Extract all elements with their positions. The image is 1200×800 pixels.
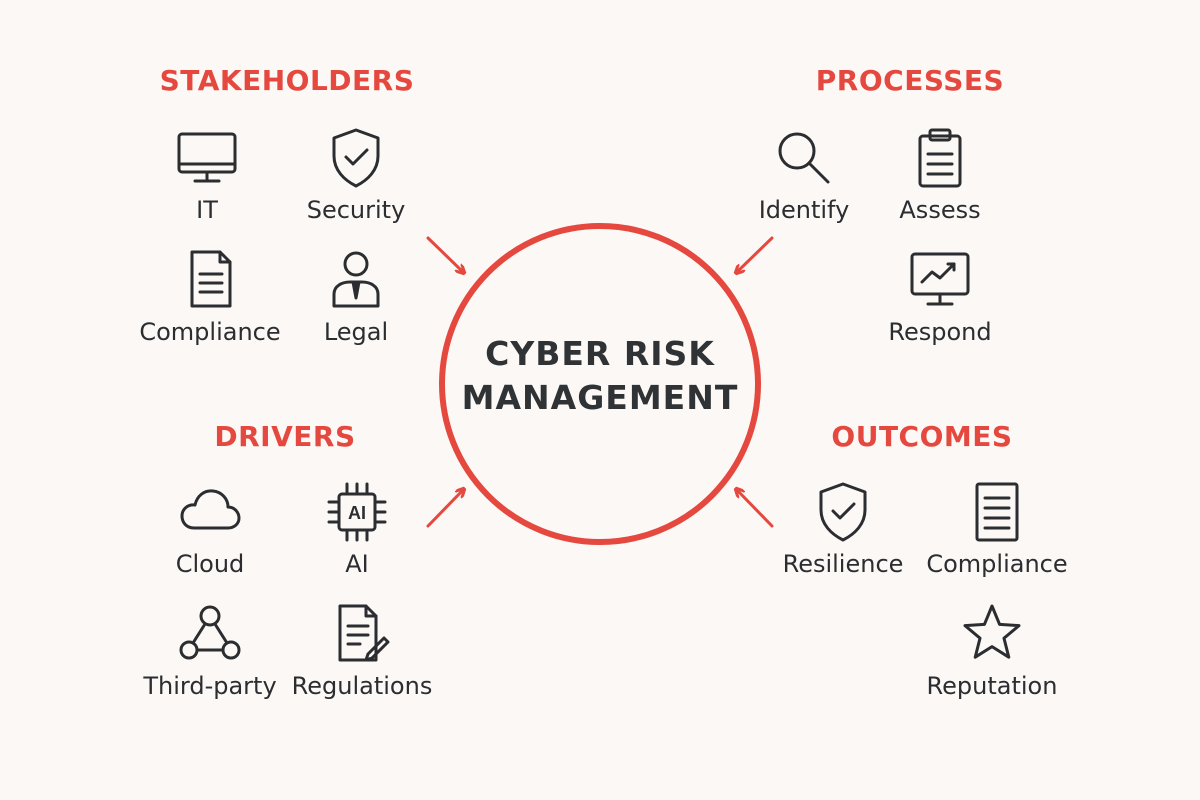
ai-chip-icon-text: AI [348,503,366,523]
processes-heading: PROCESSES [815,64,1005,97]
center-circle [439,223,761,545]
driver-regulations: Regulations [277,602,447,700]
outcome-reputation: Reputation [907,602,1077,700]
clipboard-icon [918,128,962,188]
stakeholder-compliance-label: Compliance [139,318,281,346]
stakeholder-legal: Legal [271,248,441,346]
process-assess-label: Assess [899,196,981,224]
shield-check-icon [332,128,380,188]
shield-check-icon [819,482,867,542]
driver-regulations-label: Regulations [291,672,433,700]
person-icon [332,251,380,308]
stakeholders-heading: STAKEHOLDERS [159,64,415,97]
driver-cloud-label: Cloud [175,550,245,578]
process-identify: Identify [719,126,889,224]
document-lines-icon [975,482,1019,542]
driver-ai-label: AI [345,550,369,578]
driver-cloud: Cloud [125,480,295,578]
process-assess: Assess [855,126,1025,224]
monitor-chart-icon [910,252,970,306]
arrow-outcomes [737,490,774,528]
outcomes-heading: OUTCOMES [831,420,1013,453]
network-icon [179,605,241,660]
driver-third-party-label: Third-party [143,672,277,700]
process-identify-label: Identify [758,196,850,224]
center-title-line2: MANAGEMENT [461,378,739,417]
stakeholder-security: Security [271,126,441,224]
drivers-heading: DRIVERS [214,420,356,453]
stakeholder-compliance: Compliance [125,248,295,346]
driver-third-party: Third-party [125,602,295,700]
stakeholder-security-label: Security [306,196,406,224]
outcome-compliance: Compliance [912,480,1082,578]
ai-chip-icon: AI [327,482,387,542]
outcome-resilience: Resilience [758,480,928,578]
magnifier-icon [778,132,830,184]
document-pen-icon [338,604,390,662]
driver-ai: AI AI [272,480,442,578]
arrow-stakeholders [426,236,463,272]
star-icon [963,604,1021,659]
cloud-icon [180,489,241,530]
center-title-line1: CYBER RISK [485,334,715,373]
monitor-icon [177,132,237,183]
stakeholder-legal-label: Legal [323,318,389,346]
arrow-processes [737,236,774,272]
stakeholder-it: IT [122,126,292,224]
stakeholder-it-label: IT [196,196,218,224]
process-respond: Respond [855,248,1025,346]
outcome-compliance-label: Compliance [926,550,1068,578]
document-icon [190,250,232,308]
arrow-drivers [426,490,463,528]
outcome-resilience-label: Resilience [782,550,904,578]
process-respond-label: Respond [888,318,992,346]
center-title: CYBER RISK MANAGEMENT [462,332,739,420]
outcome-reputation-label: Reputation [926,672,1058,700]
